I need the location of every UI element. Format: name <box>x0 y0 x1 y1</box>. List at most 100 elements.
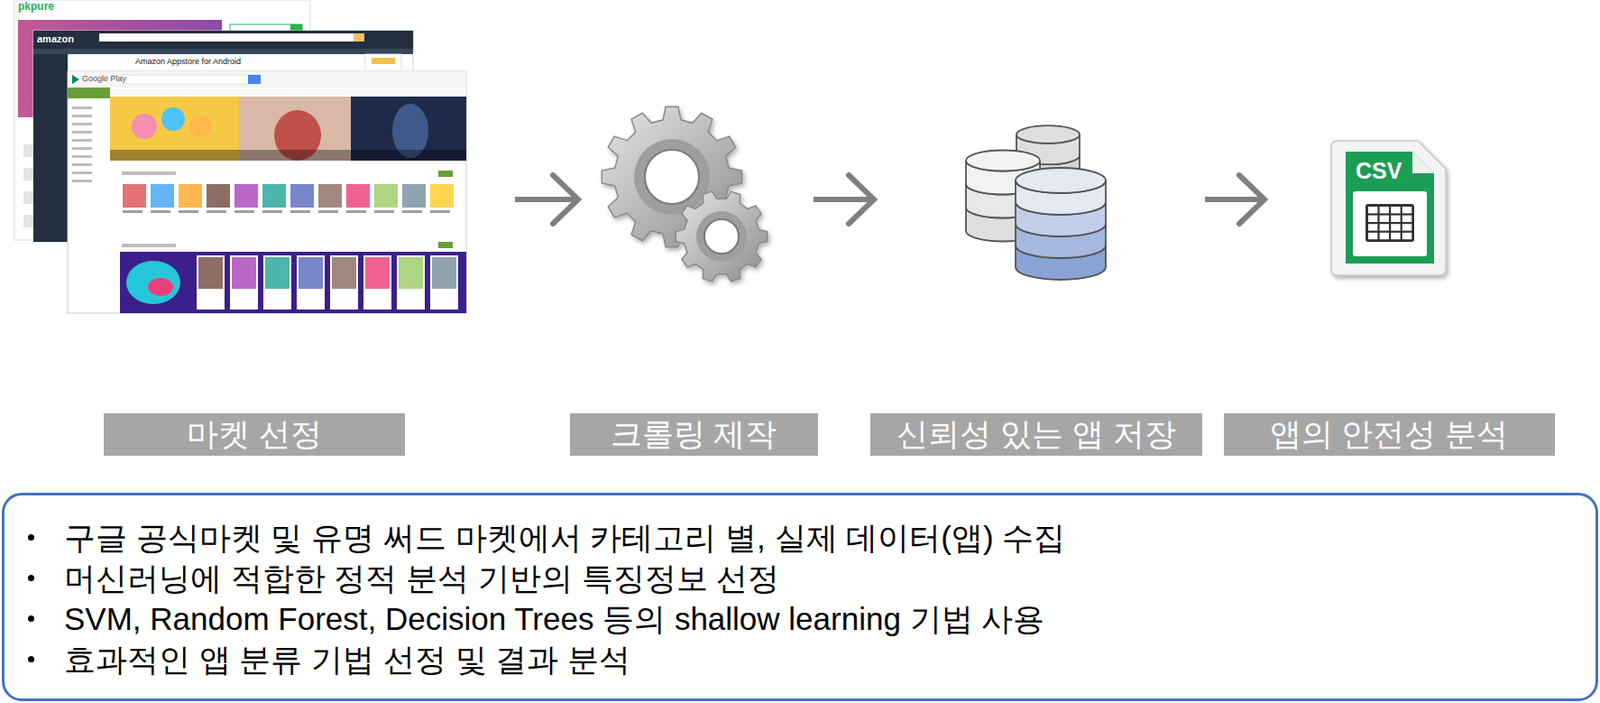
play-app-title <box>150 210 171 213</box>
table-cell <box>1368 215 1378 222</box>
flow-arrow-shaft <box>813 196 872 203</box>
play-app-card <box>396 255 425 310</box>
amazon-signin-button <box>371 57 396 65</box>
play-app-card <box>196 255 225 310</box>
page-heading: Amazon Appstore for Android <box>135 57 241 67</box>
csv-file-icon <box>1331 140 1446 276</box>
play-window <box>67 71 467 313</box>
play-app-title <box>290 210 311 213</box>
gear-hole <box>704 219 739 254</box>
bullet-dot <box>27 574 35 581</box>
database-cylinder <box>1015 167 1106 280</box>
cylinder-top <box>1015 167 1106 194</box>
step-label: 앱의 안전성 분석 <box>1223 413 1555 456</box>
table-cell <box>1390 232 1400 240</box>
gear-ring <box>634 138 710 215</box>
play-app-icon <box>231 257 257 289</box>
table-cell <box>1390 206 1400 213</box>
table-grid <box>1365 203 1415 242</box>
play-nav-item <box>72 122 92 126</box>
amazon-header <box>33 30 414 49</box>
flow-arrow-head <box>1239 174 1265 224</box>
play-logo <box>72 74 80 84</box>
play-nav-item <box>72 138 92 142</box>
play-app-icon <box>206 183 230 208</box>
bullet-text: 머신러닝에 적합한 정적 분석 기반의 특징정보 선정 <box>64 557 780 598</box>
play-app-icon <box>298 257 323 289</box>
play-header <box>67 71 467 88</box>
table-cell <box>1402 215 1412 222</box>
play-banner-character <box>131 113 157 139</box>
step-text: 크롤링 제작 <box>610 416 778 452</box>
site-name: pkpure <box>18 0 55 13</box>
play-banner-character <box>161 107 185 131</box>
table-cell <box>1390 223 1400 230</box>
flow-arrow-head <box>848 174 874 224</box>
file-fold <box>1412 151 1435 174</box>
table-cell <box>1402 223 1412 230</box>
play-app-icon <box>432 257 457 289</box>
step-text: 앱의 안전성 분석 <box>1269 416 1509 452</box>
cylinder-top <box>965 150 1040 172</box>
step-label: 크롤링 제작 <box>570 413 819 456</box>
table-cell <box>1368 232 1378 240</box>
play-nav-item <box>72 130 92 134</box>
flow-arrow-head <box>552 174 579 224</box>
play-promo-art <box>147 277 174 296</box>
play-app-icon <box>402 183 426 208</box>
play-app-title <box>346 210 367 213</box>
play-app-title <box>206 210 227 213</box>
play-search <box>121 74 258 84</box>
small-gear <box>675 191 767 282</box>
site-name: amazon <box>36 33 74 45</box>
play-app-card <box>430 255 459 310</box>
play-more-button <box>438 170 453 177</box>
play-app-card <box>229 255 258 310</box>
bullet-dot <box>27 533 35 541</box>
gear-icon <box>601 106 767 282</box>
play-app-icon <box>122 183 147 208</box>
table-cell <box>1379 232 1389 240</box>
table-cell <box>1379 206 1389 213</box>
play-banner-caption <box>110 149 467 161</box>
flow-arrow-shaft <box>1204 196 1262 203</box>
play-nav-item <box>72 155 92 158</box>
play-app-icon <box>198 257 223 289</box>
amazon-nav <box>33 48 414 55</box>
play-app-title <box>234 210 255 213</box>
play-nav-selected <box>67 87 111 99</box>
play-nav-item <box>72 163 92 166</box>
play-app-title <box>178 210 199 213</box>
play-app-title <box>402 210 423 213</box>
play-app-icon <box>265 257 290 289</box>
bullet-dot <box>27 655 35 663</box>
bullet-row: 머신러닝에 적합한 정적 분석 기반의 특징정보 선정 <box>27 557 1578 598</box>
table-cell <box>1390 215 1400 222</box>
play-more-button <box>438 241 453 249</box>
amazon-signin <box>365 54 402 73</box>
play-app-title <box>318 210 339 213</box>
play-nav-item <box>72 147 92 150</box>
play-app-icon <box>262 183 286 208</box>
play-app-icon <box>234 183 258 208</box>
table-cell <box>1368 223 1378 230</box>
gear-ring <box>696 211 747 262</box>
bullet-text: 구글 공식마켓 및 유명 써드 마켓에서 카테고리 별, 실제 데이터(앱) 수… <box>64 516 1066 558</box>
play-app-icon <box>374 183 398 208</box>
play-app-card <box>363 255 392 310</box>
bullet-row: 효과적인 앱 분류 기법 선정 및 결과 분석 <box>27 638 1578 680</box>
play-app-title <box>262 210 283 213</box>
play-app-icon <box>178 183 203 208</box>
step-text: 마켓 선정 <box>186 416 322 452</box>
play-app-title <box>122 210 143 213</box>
play-section-title <box>121 243 176 248</box>
play-app-card <box>263 255 292 310</box>
play-promo-band <box>119 251 467 313</box>
play-app-icon <box>365 257 390 289</box>
table-cell <box>1402 232 1412 240</box>
play-promo-art <box>126 260 181 304</box>
play-app-icon <box>318 183 342 208</box>
bullet-text: SVM, Random Forest, Decision Trees 등의 sh… <box>64 597 1045 639</box>
file-sheet <box>1352 191 1427 257</box>
play-app-title <box>374 210 395 213</box>
